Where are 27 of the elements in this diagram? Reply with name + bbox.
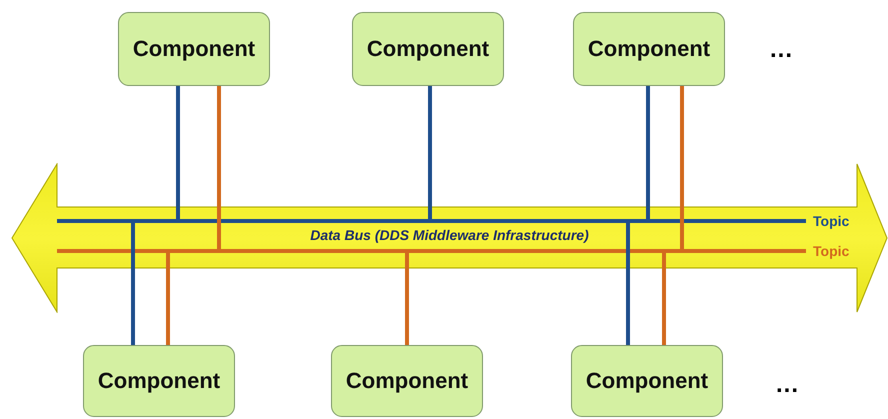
component-label: Component xyxy=(366,36,490,62)
connector-line xyxy=(680,86,684,251)
component-box xyxy=(573,12,725,86)
component-box xyxy=(331,345,483,417)
connector-line xyxy=(662,251,666,345)
ellipsis: ... xyxy=(770,40,794,60)
connector-line xyxy=(131,221,135,345)
component-box xyxy=(118,12,270,86)
connector-line xyxy=(217,86,221,251)
topic-label: Topic xyxy=(813,243,850,259)
connector-line xyxy=(428,86,432,221)
connector-line xyxy=(646,86,650,221)
component-label: Component xyxy=(132,36,256,62)
connector-line xyxy=(176,86,180,221)
topic-label: Topic xyxy=(813,213,850,229)
connector-line xyxy=(166,251,170,345)
component-label: Component xyxy=(346,368,468,394)
component-box xyxy=(352,12,504,86)
connector-line xyxy=(626,221,630,345)
connector-line xyxy=(405,251,409,345)
component-box xyxy=(83,345,235,417)
component-label: Component xyxy=(588,36,710,62)
component-label: Component xyxy=(586,368,708,394)
ellipsis: ... xyxy=(776,375,800,395)
bus-label: Data Bus (DDS Middleware Infrastructure) xyxy=(310,227,589,243)
component-box xyxy=(571,345,723,417)
component-label: Component xyxy=(98,368,220,394)
